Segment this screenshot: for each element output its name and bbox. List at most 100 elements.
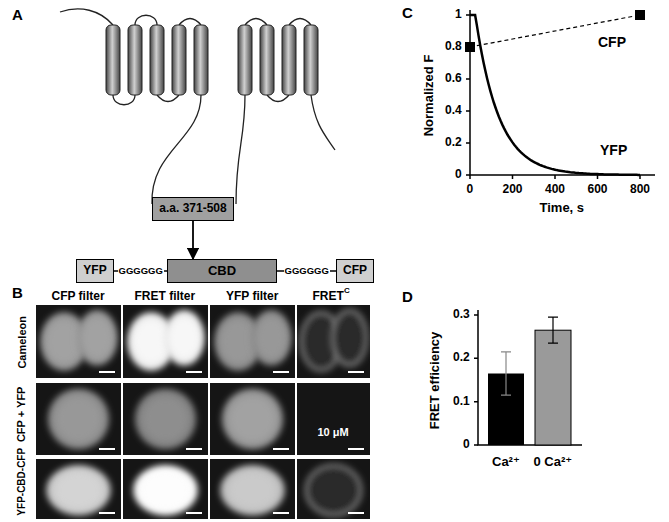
cell [46,465,111,515]
micrograph-tile [36,383,121,455]
micrograph-tile [297,305,370,378]
cell-core [46,320,82,364]
cell-core [256,317,287,359]
figure-label: FRET efficiency [428,331,443,429]
cell [133,465,198,515]
figure-label: 0 Ca²⁺ [534,455,573,470]
cell [222,389,283,449]
micrograph-tile [210,383,295,455]
cell [48,389,109,449]
tile-ground [123,459,208,519]
figure-label: YFP-CBD-CFP [16,448,28,516]
transmembrane-helices [106,25,318,95]
cell-core [133,320,169,364]
cell-core [230,396,276,441]
figure-label: Cameleon [15,316,28,369]
figure-label: Time, s [540,201,585,216]
linker-label: GGGGGG [284,266,330,276]
tile-ground [297,383,370,455]
bar-zero-ca [535,330,571,445]
cell [220,465,285,515]
cell-core [220,320,256,364]
scale-bar [99,371,115,373]
cell [164,310,205,365]
figure-label: 200 [503,183,523,197]
figure-label: 0.4 [445,104,462,118]
figure-label: 0.1 [453,395,470,409]
figure-label: A [12,6,23,23]
figure-label: 0 [463,438,470,452]
cell [135,389,196,449]
micrograph-tile [36,305,121,378]
micrograph-tile [210,305,295,378]
figure-label: 0.6 [445,72,462,86]
figure-label: Normalized F [422,54,437,136]
scale-bar [273,448,289,450]
figure-label: YFP [600,142,627,158]
cfp-marker [465,42,475,52]
scale-bar [348,512,364,514]
micrograph-tile [210,459,295,519]
linker-label: GGGGGG [118,266,164,276]
scale-bar [99,512,115,514]
scale-bar [186,371,202,373]
figure-label: 0 [455,168,462,182]
micrographs [36,305,370,519]
scale-bar [348,448,364,450]
figure-label: C [344,286,350,295]
figure-label: 600 [588,183,608,197]
box-text: CFP [343,264,367,278]
figure-label: FRET [313,290,344,304]
cell-outline [332,310,367,365]
cell-outline [306,465,361,515]
figure-label: YFP filter [226,290,278,304]
figure-label: 10 μM [318,426,349,439]
micrograph-tile [36,459,121,519]
tile-ground [210,459,295,519]
scale-bar [99,448,115,450]
figure-label: 0.3 [453,308,470,322]
figure-label: FRET filter [135,290,196,304]
cell-core [169,317,200,359]
micrograph-tile [297,383,370,455]
tile-ground [297,459,370,519]
box-text: YFP [83,264,106,278]
cell-core [141,471,189,509]
plot-c-axes [466,10,655,179]
tile-ground [210,305,295,378]
tile-ground [123,305,208,378]
figure-label: CFP filter [52,290,105,304]
scale-bar [273,512,289,514]
figure-label: B [12,284,23,301]
domain-box: YFP [76,259,114,283]
connector [192,221,194,259]
cell-core [54,471,102,509]
figure-label: 0 [467,183,474,197]
micrograph-tile [123,459,208,519]
micrograph-tile [297,459,370,519]
micrograph-tile [123,383,208,455]
tile-ground [123,383,208,455]
tile-ground [210,383,295,455]
figure-label: 0.8 [445,40,462,54]
plot-d-axes [474,310,582,445]
cell [77,310,118,365]
scale-bar [186,448,202,450]
cell [251,310,292,365]
tile-ground [297,305,370,378]
cell-core [82,317,113,359]
micrograph-tile [123,305,208,378]
domain-box: a.a. 371-508 [152,197,234,221]
scale-bar [186,512,202,514]
figure-label: 1 [455,8,462,22]
figure-label: 400 [545,183,565,197]
cell-core [56,396,102,441]
figure-label: CFP [598,34,626,50]
figure-label: 800 [630,183,650,197]
error-bars [501,317,558,395]
domain-box: CBD [167,259,277,283]
box-text: a.a. 371-508 [159,202,226,216]
tile-ground [36,383,121,455]
figure-label: Ca²⁺ [492,455,520,470]
